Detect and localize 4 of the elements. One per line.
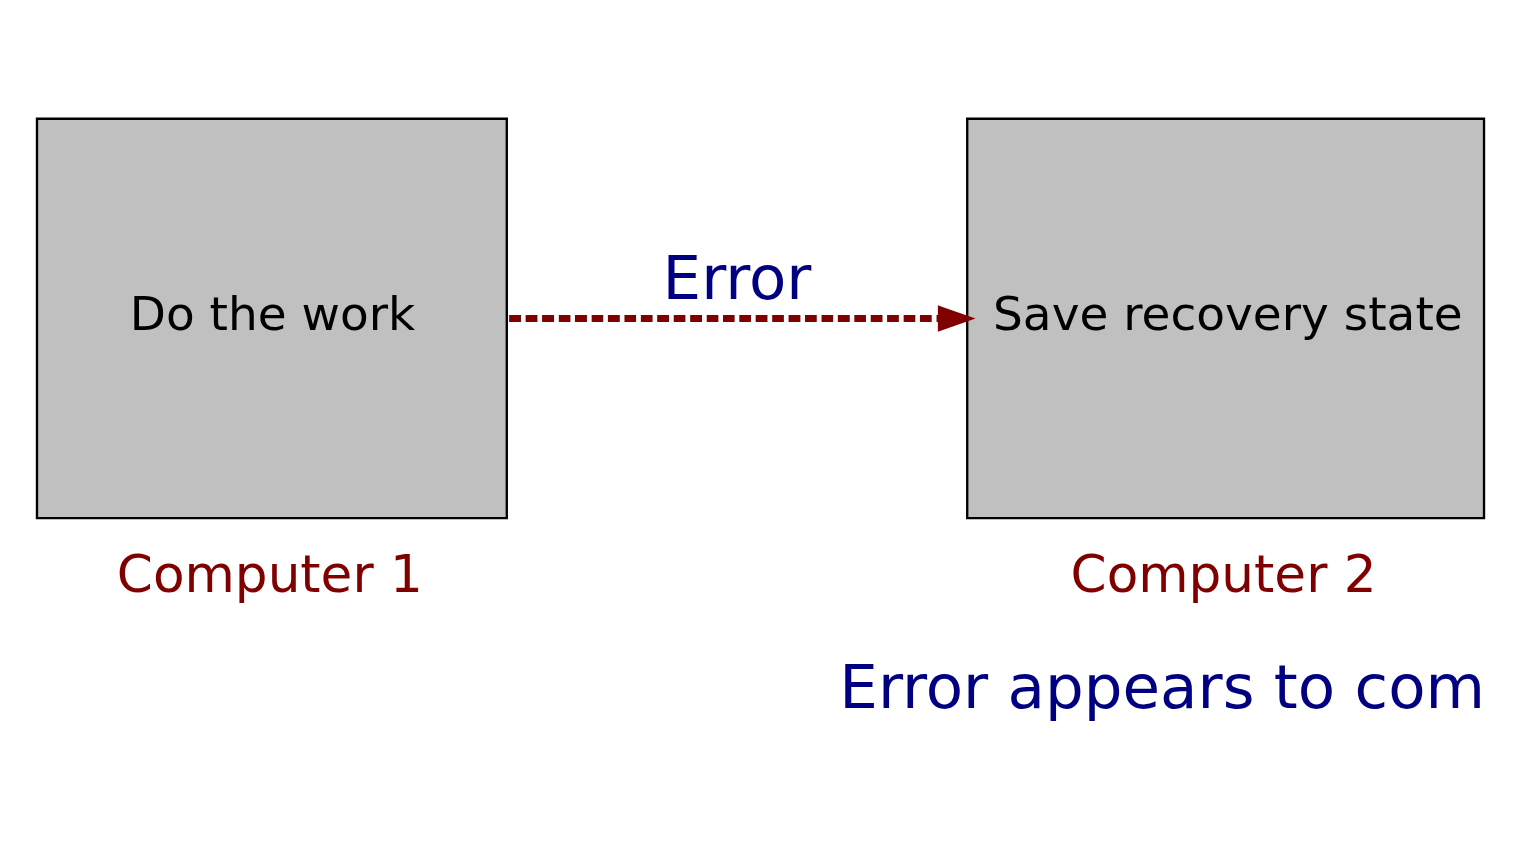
node-label: Computer 1 — [116, 543, 423, 604]
edge-label: Error — [662, 241, 812, 313]
node-label: Computer 2 — [1070, 543, 1377, 604]
caption: Error appears to com — [839, 650, 1486, 722]
